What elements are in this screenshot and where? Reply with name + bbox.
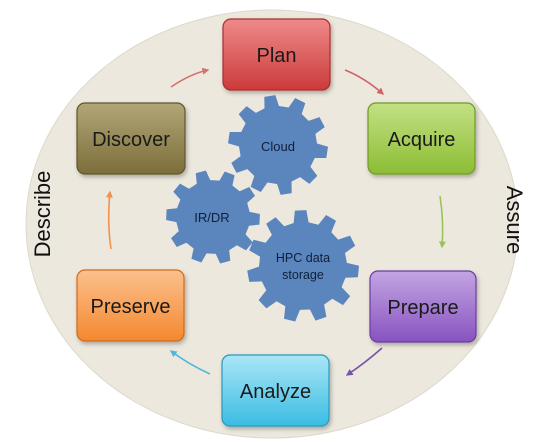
stage-prepare[interactable]: Prepare — [369, 270, 477, 343]
gear-irdr-label: IR/DR — [194, 210, 229, 225]
gear-hpc-label-line1: HPC data — [276, 251, 330, 265]
stage-prepare-label: Prepare — [387, 297, 458, 319]
stage-preserve-label: Preserve — [90, 296, 170, 318]
stage-analyze-label: Analyze — [240, 381, 311, 403]
gear-irdr-icon — [166, 170, 260, 264]
arrow-plan-to-acquire — [344, 69, 385, 95]
stage-plan[interactable]: Plan — [222, 18, 331, 91]
gear-cloud-label: Cloud — [261, 139, 295, 154]
stage-discover[interactable]: Discover — [76, 102, 186, 175]
arrow-prepare-to-analyze — [345, 347, 383, 376]
arrow-preserve-to-discover — [105, 190, 113, 250]
arrow-analyze-to-preserve — [169, 350, 211, 375]
assure-label: Assure — [502, 186, 527, 254]
stage-plan-label: Plan — [256, 45, 296, 67]
arrow-acquire-to-prepare — [438, 195, 446, 249]
arrow-discover-to-plan — [170, 67, 210, 88]
stage-preserve[interactable]: Preserve — [76, 269, 185, 342]
stage-acquire-label: Acquire — [388, 129, 456, 151]
stage-analyze[interactable]: Analyze — [221, 354, 330, 427]
gear-cloud-icon — [228, 95, 328, 195]
stage-discover-label: Discover — [92, 129, 170, 151]
stage-acquire[interactable]: Acquire — [367, 102, 476, 175]
describe-label: Describe — [30, 171, 55, 258]
gear-hpc-label-line2: storage — [282, 268, 324, 282]
gear-hpc-icon — [247, 210, 359, 322]
